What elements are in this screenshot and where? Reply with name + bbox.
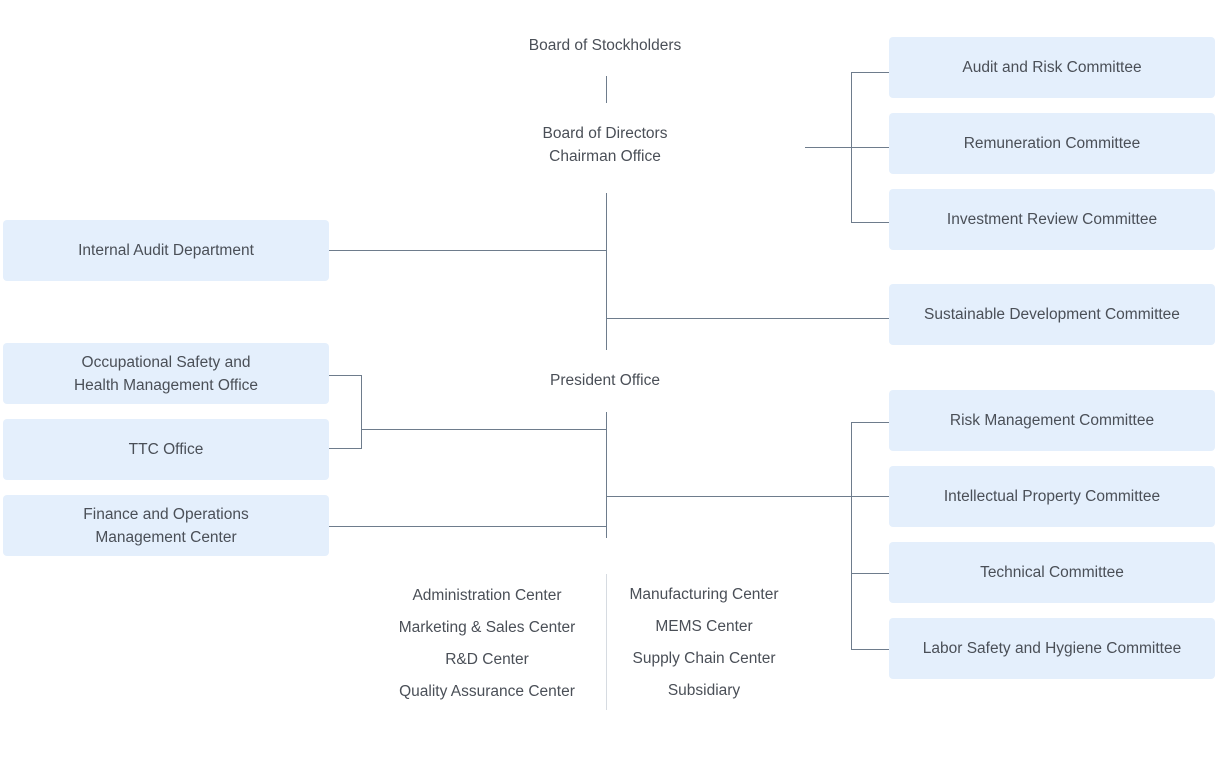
subsidiary: Subsidiary [667,682,741,699]
ttc-office: TTC Office [3,419,329,480]
remuneration-committee: Remuneration Committee [889,113,1215,174]
administration-center: Administration Center [412,587,562,604]
audit-risk-committee: Audit and Risk Committee [889,37,1215,98]
president-office: President Office [550,372,660,389]
sustainable-development-committee: Sustainable Development Committee [889,284,1215,345]
occupational-safety-office: Occupational Safety and Health Managemen… [3,343,329,404]
intellectual-property-committee: Intellectual Property Committee [889,466,1215,527]
risk-management-committee: Risk Management Committee [889,390,1215,451]
rd-center: R&D Center [445,651,529,668]
centers-right-list: Manufacturing Center MEMS Center Supply … [604,583,804,713]
marketing-sales-center: Marketing & Sales Center [398,619,576,636]
centers-left-list: Administration Center Marketing & Sales … [372,584,602,714]
mems-center: MEMS Center [655,618,753,635]
board-of-directors: Board of Directors Chairman Office [542,125,668,165]
investment-review-committee: Investment Review Committee [889,189,1215,250]
board-of-stockholders: Board of Stockholders [528,37,682,54]
technical-committee: Technical Committee [889,542,1215,603]
manufacturing-center: Manufacturing Center [629,586,779,603]
internal-audit-department: Internal Audit Department [3,220,329,281]
quality-assurance-center: Quality Assurance Center [399,683,575,700]
supply-chain-center: Supply Chain Center [632,650,776,667]
finance-operations-center: Finance and Operations Management Center [3,495,329,556]
labor-safety-hygiene-committee: Labor Safety and Hygiene Committee [889,618,1215,679]
